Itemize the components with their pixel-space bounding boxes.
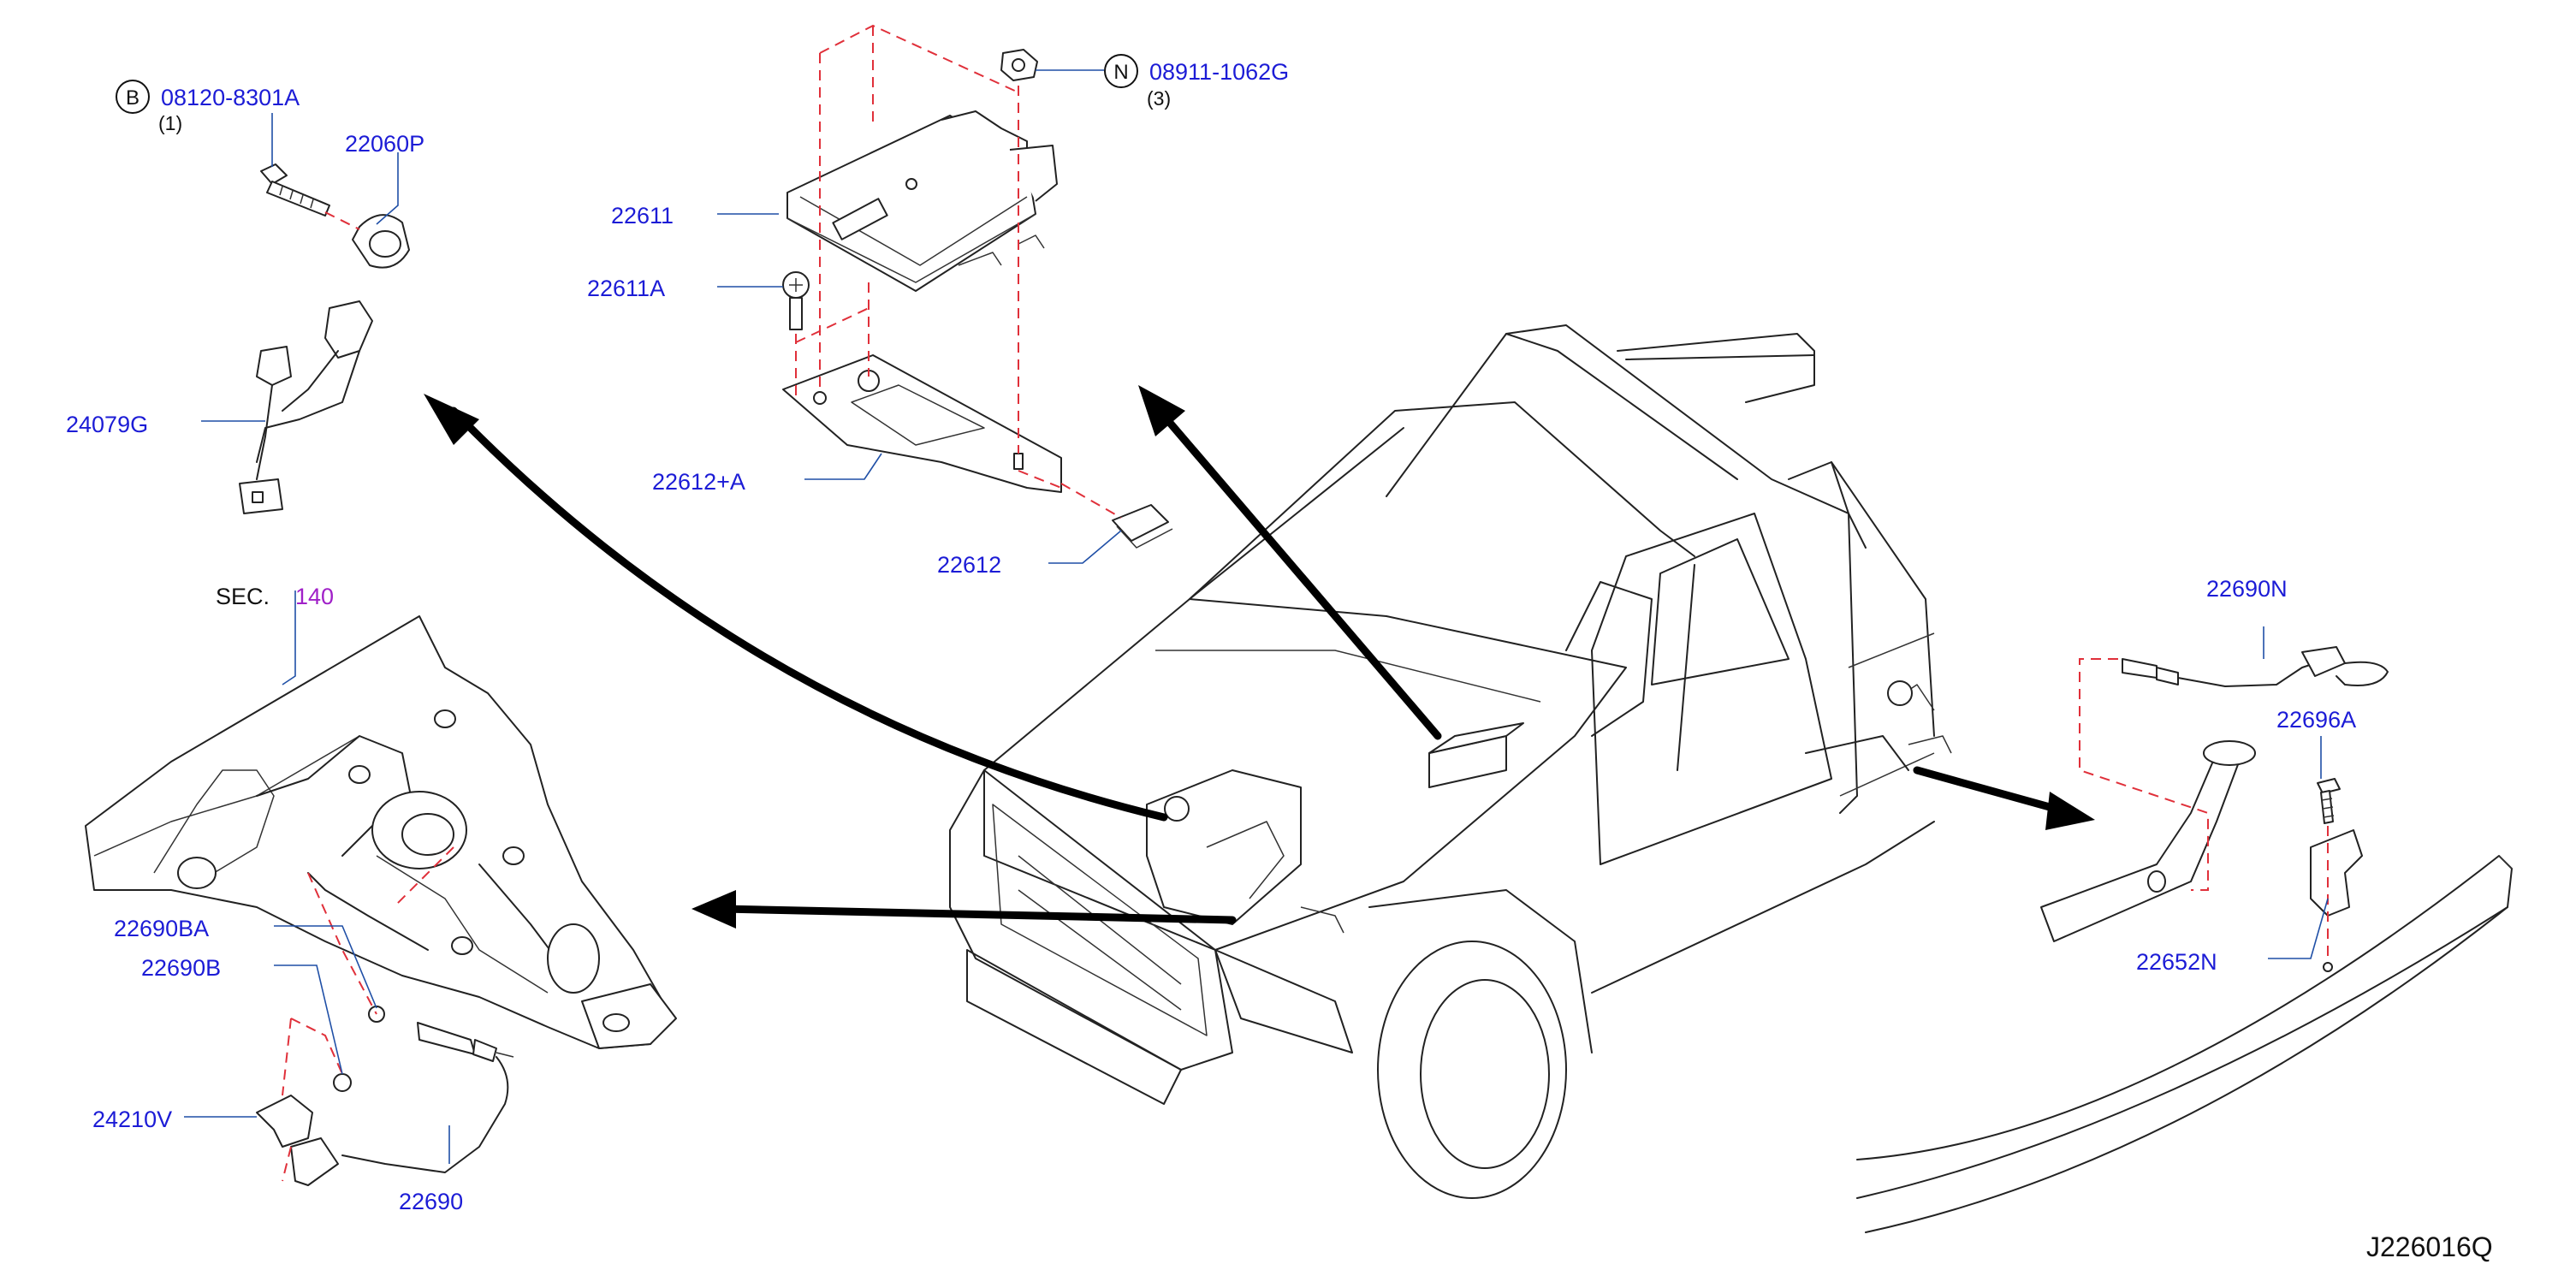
label-22652N[interactable]: 22652N: [2136, 949, 2217, 975]
symbol-circle-b: [116, 80, 150, 114]
qty-bolt-b: (1): [158, 112, 182, 134]
label-22612-plus-A[interactable]: 22612+A: [652, 469, 745, 495]
label-22611A[interactable]: 22611A: [587, 276, 665, 301]
arrow-to-front-o2: [719, 905, 1237, 924]
ecm-assembly: [782, 24, 1173, 549]
label-08911-1062G[interactable]: 08911-1062G: [1149, 59, 1289, 85]
label-22060P[interactable]: 22060P: [345, 131, 424, 157]
vehicle-illustration: [949, 324, 1952, 1199]
arrow-to-rear-o2: [1913, 766, 2075, 817]
qty-nut-n: (3): [1147, 87, 1171, 110]
label-24079G[interactable]: 24079G: [66, 412, 148, 437]
label-22696A[interactable]: 22696A: [2276, 707, 2356, 733]
section-prefix: SEC.: [216, 584, 270, 609]
label-22612[interactable]: 22612: [937, 552, 1001, 578]
part-labels: B 08120-8301A (1) 22060P 24079G 22611 22…: [66, 54, 2493, 1262]
label-22690[interactable]: 22690: [399, 1189, 463, 1214]
label-08120-8301A[interactable]: 08120-8301A: [161, 85, 300, 110]
label-22611[interactable]: 22611: [611, 203, 674, 228]
diagram-reference-code: J226016Q: [2366, 1231, 2493, 1262]
rear-o2-sensor-assembly: [1856, 646, 2513, 1233]
label-24210V[interactable]: 24210V: [92, 1107, 172, 1132]
symbol-circle-n: [1104, 54, 1138, 88]
label-22690B[interactable]: 22690B: [141, 955, 221, 981]
symbol-b-text: B: [126, 86, 139, 110]
knock-sensor-assembly: [239, 163, 410, 514]
arrow-to-knock-sensor: [449, 407, 1168, 822]
symbol-n-text: N: [1113, 61, 1128, 84]
arrow-to-ecm: [1155, 407, 1442, 740]
label-22690N[interactable]: 22690N: [2206, 576, 2288, 602]
exhaust-manifold-assembly: [85, 615, 677, 1186]
section-number-link[interactable]: 140: [295, 584, 334, 609]
locator-arrows: [424, 385, 2095, 929]
label-22690BA[interactable]: 22690BA: [114, 916, 209, 941]
leader-lines: [184, 69, 2329, 1164]
